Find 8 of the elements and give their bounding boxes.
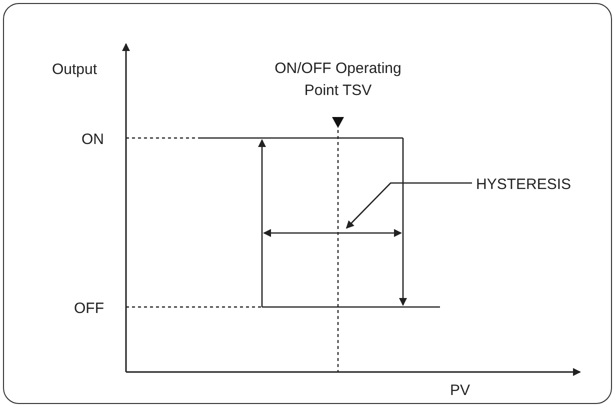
axis-label: ON/OFF Operating Point TSV xyxy=(274,59,402,101)
callout-label: HYSTERESIS xyxy=(476,174,572,196)
axis-label: PV xyxy=(450,381,470,401)
axis-label: Output xyxy=(52,60,98,80)
axis-label: OFF xyxy=(74,299,104,319)
axis-label: ON xyxy=(82,130,104,150)
leader-line xyxy=(346,182,472,229)
dimension-arrow xyxy=(263,229,402,237)
